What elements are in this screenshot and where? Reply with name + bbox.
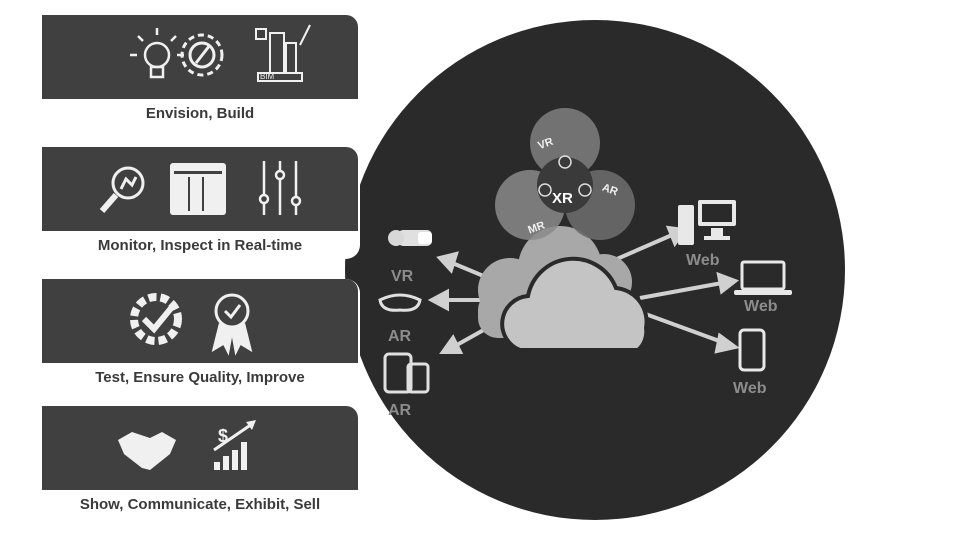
ar-glasses-label: AR <box>388 328 412 345</box>
sales-growth-icon <box>213 420 256 470</box>
laptop-icon <box>734 260 792 295</box>
card-icon-panel: BIM <box>42 15 358 99</box>
gear-pencil-icon <box>180 33 224 77</box>
ar-mobile-label: AR <box>388 402 412 419</box>
gear-check-icon <box>130 293 182 345</box>
vr-device-label: VR <box>391 268 414 285</box>
ar-glasses-icon <box>378 293 422 312</box>
card-caption: Envision, Build <box>145 105 255 122</box>
card-show-sell: $ Show, Communicate, Exhibit, Sell <box>42 406 360 518</box>
card-icon-panel: $ <box>42 406 358 490</box>
web-desktop-label: Web <box>686 252 720 269</box>
card-caption: Test, Ensure Quality, Improve <box>95 369 305 386</box>
card-icon-panel <box>42 147 358 231</box>
vr-headset-icon <box>388 230 432 246</box>
desktop-computer-icon <box>678 200 736 245</box>
card-envision-build: BIM Envision, Build <box>42 15 360 127</box>
card-test-quality: Test, Ensure Quality, Improve <box>42 279 360 391</box>
lightbulb-icon <box>130 28 184 79</box>
card-caption: Show, Communicate, Exhibit, Sell <box>79 496 321 513</box>
server-rack-icon <box>170 163 226 215</box>
card-icon-panel <box>42 279 358 363</box>
dollar-sign: $ <box>218 426 228 446</box>
sliders-icon <box>258 161 302 215</box>
mobile-devices-icon <box>383 352 430 394</box>
xr-venn-diagram <box>495 108 635 240</box>
magnifier-chart-icon <box>99 166 145 213</box>
smartphone-icon <box>738 328 766 372</box>
bim-building-icon <box>255 24 311 82</box>
cloud-icon <box>478 226 649 352</box>
handshake-icon <box>118 432 176 470</box>
quality-badge-icon <box>211 293 253 356</box>
bim-label: BIM <box>260 72 275 81</box>
web-laptop-label: Web <box>744 298 778 315</box>
xr-center-label: XR <box>552 190 573 207</box>
card-monitor-inspect: Monitor, Inspect in Real-time <box>42 147 360 259</box>
web-phone-label: Web <box>733 380 767 397</box>
card-caption: Monitor, Inspect in Real-time <box>97 237 303 254</box>
